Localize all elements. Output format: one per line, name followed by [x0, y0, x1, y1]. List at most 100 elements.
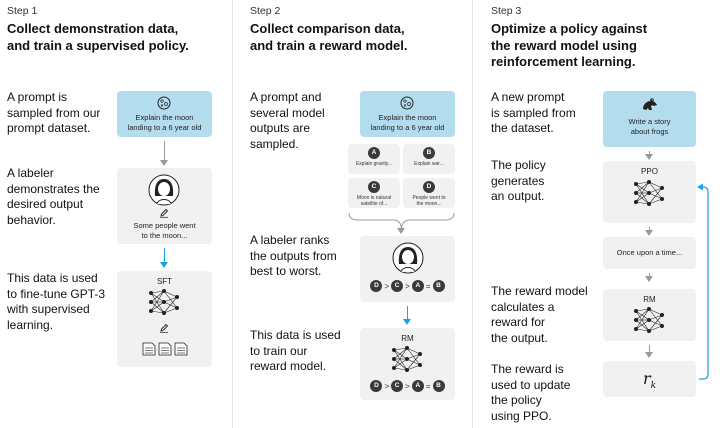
- rank-operator: =: [425, 281, 431, 291]
- prompt-box: Write a story about frogs: [603, 91, 696, 147]
- step-title-line: Collect demonstration data,: [7, 21, 179, 36]
- rank-letter: B: [432, 380, 445, 392]
- labeler-output-line: Some people went: [133, 221, 196, 230]
- rank-letter: D: [370, 380, 383, 392]
- description-line: the dataset.: [491, 121, 554, 135]
- output-text: Moon is natural satellite of...: [350, 195, 398, 207]
- description-outputs-sampled: A prompt and several model outputs are s…: [250, 90, 325, 152]
- description-line: outputs are: [250, 121, 311, 135]
- neural-network-icon: [634, 180, 664, 206]
- output-text-line: the moon...: [416, 201, 442, 207]
- output-card-b: B Explain war...: [403, 144, 455, 174]
- description-line: generates: [491, 173, 545, 188]
- prompt-text: Explain the moon landing to a 6 year old: [360, 113, 455, 133]
- rank-operator: >: [384, 381, 390, 391]
- description-line: the output.: [491, 330, 548, 345]
- description-line: The reward is: [491, 362, 564, 376]
- description-line: demonstrates the: [7, 181, 100, 196]
- labeler-avatar-icon: [148, 174, 180, 206]
- sft-model-box: SFT: [117, 271, 212, 367]
- description-line: an output.: [491, 189, 545, 203]
- output-letter-badge: B: [423, 147, 435, 159]
- step-title-line: and train a supervised policy.: [7, 37, 189, 53]
- prompt-box: Explain the moon landing to a 6 year old: [117, 91, 212, 137]
- neural-network-icon: [149, 289, 179, 315]
- arrow-down-icon: [645, 230, 653, 236]
- rank-operator: >: [384, 281, 390, 291]
- rank-letter: D: [370, 280, 383, 292]
- rank-operator: =: [425, 381, 431, 391]
- description-prompt-sampled: A prompt is sampled from our prompt data…: [7, 90, 100, 137]
- output-text: Explain gravity...: [350, 161, 398, 167]
- description-line: used to update: [491, 377, 571, 392]
- description-line: The policy: [491, 158, 546, 172]
- pencil-icon: [160, 208, 169, 218]
- description-fine-tune: This data is used to fine-tune GPT-3 wit…: [7, 271, 105, 333]
- rank-operator: >: [405, 281, 410, 291]
- rank-letter: A: [411, 380, 424, 392]
- description-line: sampled.: [250, 136, 299, 151]
- rank-letter: C: [391, 280, 404, 292]
- policy-label: PPO: [641, 167, 658, 176]
- neural-network-icon: [392, 346, 422, 372]
- description-line: A labeler: [7, 166, 54, 180]
- description-line: A prompt and: [250, 90, 322, 104]
- description-line: behavior.: [7, 212, 56, 227]
- arrow-down-icon: [645, 352, 653, 358]
- description-labeler-demonstrates: A labeler demonstrates the desired outpu…: [7, 166, 100, 228]
- rank-letter: A: [411, 280, 424, 292]
- column-divider: [472, 0, 473, 428]
- description-reward-updates-policy: The reward is used to update the policy …: [491, 362, 570, 424]
- ranking-sequence: D>C>A=B: [360, 380, 455, 392]
- description-line: The reward model: [491, 284, 588, 298]
- step-3-column: Step 3 Optimize a policy against the rew…: [473, 0, 720, 428]
- neural-network-icon: [634, 307, 664, 333]
- step-title-line: reinforcement learning.: [491, 54, 636, 69]
- column-divider: [232, 0, 233, 428]
- step-label: Step 1: [7, 5, 38, 17]
- step-title-line: Optimize a policy against: [491, 21, 648, 36]
- description-line: best to worst.: [250, 264, 322, 278]
- description-line: reward for: [491, 315, 546, 329]
- labeler-avatar-icon: [392, 242, 424, 274]
- description-policy-generates: The policy generates an output.: [491, 158, 546, 205]
- labeler-box: Some people went to the moon...: [117, 168, 212, 244]
- output-letter-badge: D: [423, 181, 435, 193]
- documents-icon: [142, 342, 188, 356]
- model-label: SFT: [156, 277, 173, 286]
- description-line: the outputs from: [250, 248, 337, 263]
- output-card-c: C Moon is natural satellite of...: [348, 178, 400, 208]
- step-label: Step 3: [491, 5, 522, 17]
- prompt-text: Explain the moon landing to a 6 year old: [117, 113, 212, 133]
- policy-output-box: Once upon a time...: [603, 237, 696, 269]
- rank-operator: >: [405, 381, 410, 391]
- prompt-line: about frogs: [630, 127, 669, 136]
- policy-box: PPO: [603, 161, 696, 223]
- connector-line: [649, 151, 650, 155]
- description-reward-model-calculates: The reward model calculates a reward for…: [491, 284, 588, 346]
- policy-output-text: Once upon a time...: [616, 248, 683, 257]
- description-line: prompt dataset.: [7, 121, 91, 135]
- rank-letter: B: [432, 280, 445, 292]
- prompt-line: Write a story: [628, 117, 671, 126]
- description-line: A labeler ranks: [250, 233, 330, 247]
- output-letter-badge: A: [368, 147, 380, 159]
- reward-value: rk: [603, 369, 696, 391]
- description-line: This data is used: [250, 328, 341, 342]
- model-label: RM: [401, 334, 414, 343]
- description-line: calculates a: [491, 299, 555, 314]
- step-title-line: Collect comparison data,: [250, 21, 405, 36]
- arrow-down-icon: [645, 276, 653, 282]
- labeler-output-text: Some people went to the moon...: [117, 221, 212, 241]
- step-2-column: Step 2 Collect comparison data, and trai…: [233, 0, 472, 428]
- output-text-line: Explain gravity...: [355, 161, 393, 167]
- description-line: sampled from our: [7, 105, 101, 120]
- arrow-down-icon: [397, 228, 405, 234]
- step-label: Step 2: [250, 5, 281, 17]
- description-line: reward model.: [250, 359, 327, 373]
- step-title: Optimize a policy against the reward mod…: [491, 21, 647, 71]
- feedback-loop-arrow: [697, 183, 709, 380]
- labeler-output-line: to the moon...: [141, 231, 188, 240]
- description-line: with supervised: [7, 302, 90, 316]
- connector-line: [164, 141, 165, 161]
